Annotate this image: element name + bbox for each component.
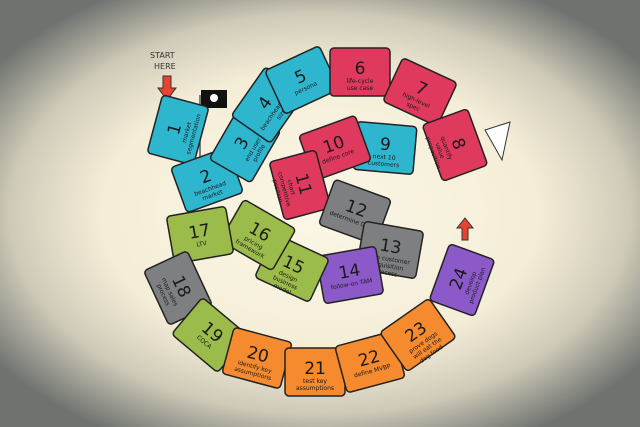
- tile-number: 17: [187, 220, 212, 243]
- tile-number: 6: [355, 59, 366, 79]
- tile-background: [220, 199, 296, 271]
- tile-background: [383, 58, 457, 126]
- up-arrow-icon: [455, 217, 475, 241]
- tile-background: [316, 246, 384, 304]
- tile-background: [422, 108, 488, 182]
- start-label-line-2: HERE: [154, 62, 176, 71]
- tile-number: 21: [304, 359, 326, 379]
- tile-background: [380, 298, 456, 372]
- start-arrow-icon: [157, 75, 177, 101]
- tile-background: [329, 47, 391, 97]
- tile-background: [166, 206, 234, 264]
- funnel-icon: [484, 121, 511, 162]
- tile-background: [429, 243, 495, 317]
- tile-number: 14: [337, 260, 362, 283]
- start-label-line-1: START: [150, 51, 175, 60]
- tile-background: [147, 94, 209, 166]
- tile-background: [265, 46, 339, 114]
- start-marker: START HERE: [150, 51, 177, 101]
- tile-label: LTV: [196, 240, 208, 249]
- tile-number: 9: [379, 135, 392, 156]
- tile-label: next 10customers: [368, 153, 400, 170]
- tile-background: [269, 149, 331, 221]
- tile-number: 1: [164, 121, 186, 137]
- tile-number: 13: [378, 235, 403, 258]
